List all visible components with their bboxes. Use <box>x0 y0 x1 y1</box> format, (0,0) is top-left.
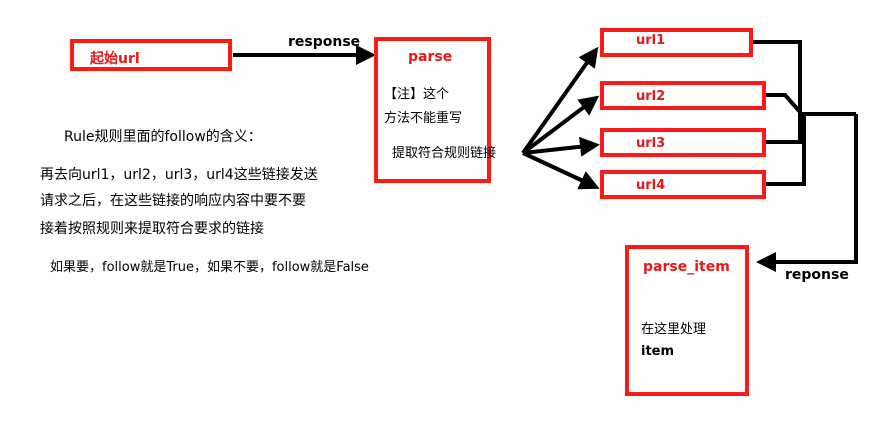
url1-box: url1 <box>600 28 753 57</box>
url1-label: url1 <box>636 33 666 48</box>
follow-line2: 请求之后，在这些链接的响应内容中要不要 <box>40 193 306 209</box>
follow-line1: 再去向url1，url2，url3，url4这些链接发送 <box>40 167 318 183</box>
bracket-url2 <box>766 93 802 114</box>
parse-title: parse <box>408 49 453 65</box>
bracket-url3 <box>766 112 802 144</box>
parse-item-box: parse_item 在这里处理 item <box>625 245 749 396</box>
parse-box: parse 【注】这个 方法不能重写 <box>374 37 491 183</box>
parse-item-line2: item <box>641 344 675 359</box>
arrow-parse-to-url1 <box>521 46 599 155</box>
start-url-label: 起始url <box>90 51 140 67</box>
follow-line3: 接着按照规则来提取符合要求的链接 <box>40 221 264 237</box>
url3-box: url3 <box>600 128 766 157</box>
bracket-url4 <box>766 112 806 186</box>
arrow-parse-to-url3 <box>522 136 600 157</box>
url2-label: url2 <box>636 89 666 104</box>
parse-item-title: parse_item <box>643 259 730 275</box>
url3-label: url3 <box>636 136 666 151</box>
url4-label: url4 <box>636 178 666 193</box>
parse-note-line2: 方法不能重写 <box>384 111 463 126</box>
url4-box: url4 <box>600 170 766 199</box>
reponse-label: reponse <box>785 267 849 283</box>
arrow-parse-to-url2 <box>521 95 600 155</box>
parse-note-line1: 【注】这个 <box>384 87 450 102</box>
url2-box: url2 <box>600 81 766 110</box>
follow-line4: 如果要，follow就是True，如果不要，follow就是False <box>50 260 369 275</box>
parse-item-line1: 在这里处理 <box>641 322 707 337</box>
parse-extract-text: 提取符合规则链接 <box>392 146 497 161</box>
start-url-box: 起始url <box>70 39 232 71</box>
bracket-url1 <box>753 40 802 112</box>
arrow-to-parse-item <box>756 114 858 272</box>
response-label: response <box>288 34 361 50</box>
follow-heading: Rule规则里面的follow的含义： <box>64 129 262 145</box>
arrow-parse-to-url4 <box>522 151 600 190</box>
